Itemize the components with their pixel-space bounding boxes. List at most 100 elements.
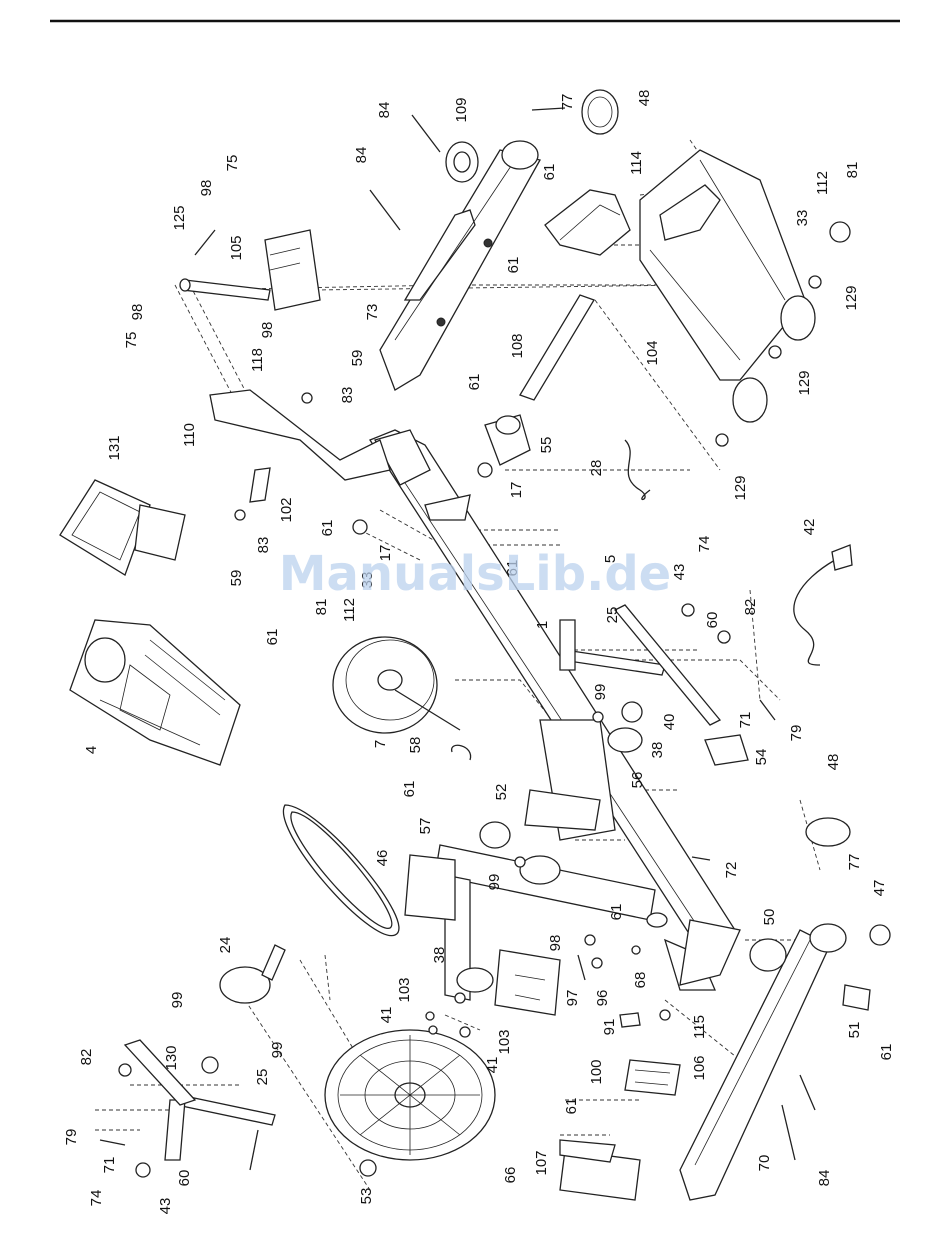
part-label: 99: [592, 684, 609, 701]
part-label: 61: [608, 904, 625, 921]
part-label: 51: [846, 1022, 863, 1039]
part-label: 96: [594, 990, 611, 1007]
part-label: 77: [559, 94, 576, 111]
drive-belt-drawing: [282, 804, 400, 937]
part-label: 33: [359, 572, 376, 589]
part-label: 57: [417, 818, 434, 835]
part-label: 66: [502, 1167, 519, 1184]
right-pedal-arm-drawing: [559, 603, 776, 726]
part-label: 33: [794, 210, 811, 227]
part-label: 99: [486, 874, 503, 891]
fasteners-drawing: [425, 856, 711, 1038]
upper-handlebar-drawing: [369, 89, 619, 391]
part-label: 38: [649, 742, 666, 759]
rear-stabilizer-frame-drawing: [639, 149, 851, 447]
shroud-drawing: [69, 619, 241, 766]
part-label: 60: [176, 1170, 193, 1187]
part-label: 79: [788, 725, 805, 742]
part-label: 48: [636, 90, 653, 107]
part-label: 106: [691, 1055, 708, 1080]
part-label: 61: [563, 1098, 580, 1115]
part-label: 53: [358, 1188, 375, 1205]
part-label: 5: [602, 555, 619, 563]
part-label: 100: [588, 1059, 605, 1084]
part-label: 47: [871, 880, 888, 897]
part-label: 61: [878, 1044, 895, 1061]
part-label: 91: [601, 1019, 618, 1036]
part-label: 98: [547, 935, 564, 952]
left-pedal-arm-drawing: [99, 1039, 276, 1178]
part-label: 77: [846, 854, 863, 871]
part-label: 61: [319, 520, 336, 537]
part-label: 42: [801, 519, 818, 536]
part-label: 112: [814, 171, 831, 195]
bracket-plate-drawing: [559, 1139, 641, 1201]
part-label: 81: [313, 599, 330, 616]
part-label: 130: [163, 1045, 180, 1070]
part-label: 28: [588, 460, 605, 477]
part-label: 107: [533, 1150, 550, 1175]
part-label: 98: [198, 180, 215, 197]
part-label: 115: [691, 1015, 708, 1039]
upright-post-drawing: [209, 389, 391, 521]
axle-drawing: [519, 294, 595, 401]
part-label: 61: [466, 374, 483, 391]
watermark: ManualsLib.de: [279, 546, 671, 602]
part-label: 118: [249, 348, 266, 372]
part-label: 105: [228, 235, 245, 260]
part-label: 61: [541, 164, 558, 181]
part-label: 17: [508, 482, 525, 499]
crank-arm-drawing: [201, 944, 286, 1074]
part-label: 83: [255, 537, 272, 554]
small-components-drawing: [456, 701, 749, 993]
crank-bracket-drawing: [352, 414, 531, 535]
part-label: 82: [742, 599, 759, 616]
part-label: 109: [453, 97, 470, 122]
part-label: 60: [704, 612, 721, 629]
part-label: 68: [632, 972, 649, 989]
flywheel-drawing: [332, 636, 472, 761]
part-labels: 84 109 77 48 84 61 114 61 75 98 125 105 …: [63, 90, 895, 1215]
console-drawing: [59, 479, 186, 576]
part-label: 99: [269, 1042, 286, 1059]
part-label: 70: [756, 1155, 773, 1172]
part-label: 129: [796, 370, 813, 395]
power-cord-drawing: [793, 544, 853, 666]
main-frame-drawing: [369, 429, 741, 1016]
part-label: 99: [169, 992, 186, 1009]
part-label: 79: [63, 1129, 80, 1146]
part-label: 50: [761, 909, 778, 926]
part-label: 75: [123, 332, 140, 349]
part-label: 41: [484, 1057, 501, 1074]
part-label: 58: [407, 737, 424, 754]
part-label: 25: [604, 607, 621, 624]
part-label: 48: [825, 754, 842, 771]
part-label: 75: [224, 155, 241, 172]
part-label: 102: [278, 497, 295, 522]
part-label: 4: [83, 746, 100, 754]
part-label: 114: [628, 151, 645, 175]
part-label: 98: [259, 322, 276, 339]
part-label: 61: [264, 629, 281, 646]
part-label: 104: [644, 340, 661, 365]
part-label: 56: [629, 772, 646, 789]
part-label: 24: [217, 937, 234, 954]
part-label: 129: [732, 475, 749, 500]
part-label: 41: [378, 1007, 395, 1024]
part-label: 61: [401, 781, 418, 798]
part-label: 74: [696, 536, 713, 553]
part-label: 103: [396, 977, 413, 1002]
part-label: 43: [157, 1198, 174, 1215]
part-label: 71: [101, 1157, 118, 1174]
part-label: 84: [816, 1170, 833, 1187]
pivot-bracket-drawing: [544, 189, 631, 256]
controller-board-drawing: [624, 1059, 681, 1096]
part-label: 43: [671, 564, 688, 581]
part-label: 55: [538, 437, 555, 454]
part-label: 40: [661, 714, 678, 731]
part-label: 129: [843, 285, 860, 310]
part-label: 61: [504, 560, 521, 577]
part-label: 7: [372, 740, 389, 748]
part-label: 59: [228, 570, 245, 587]
